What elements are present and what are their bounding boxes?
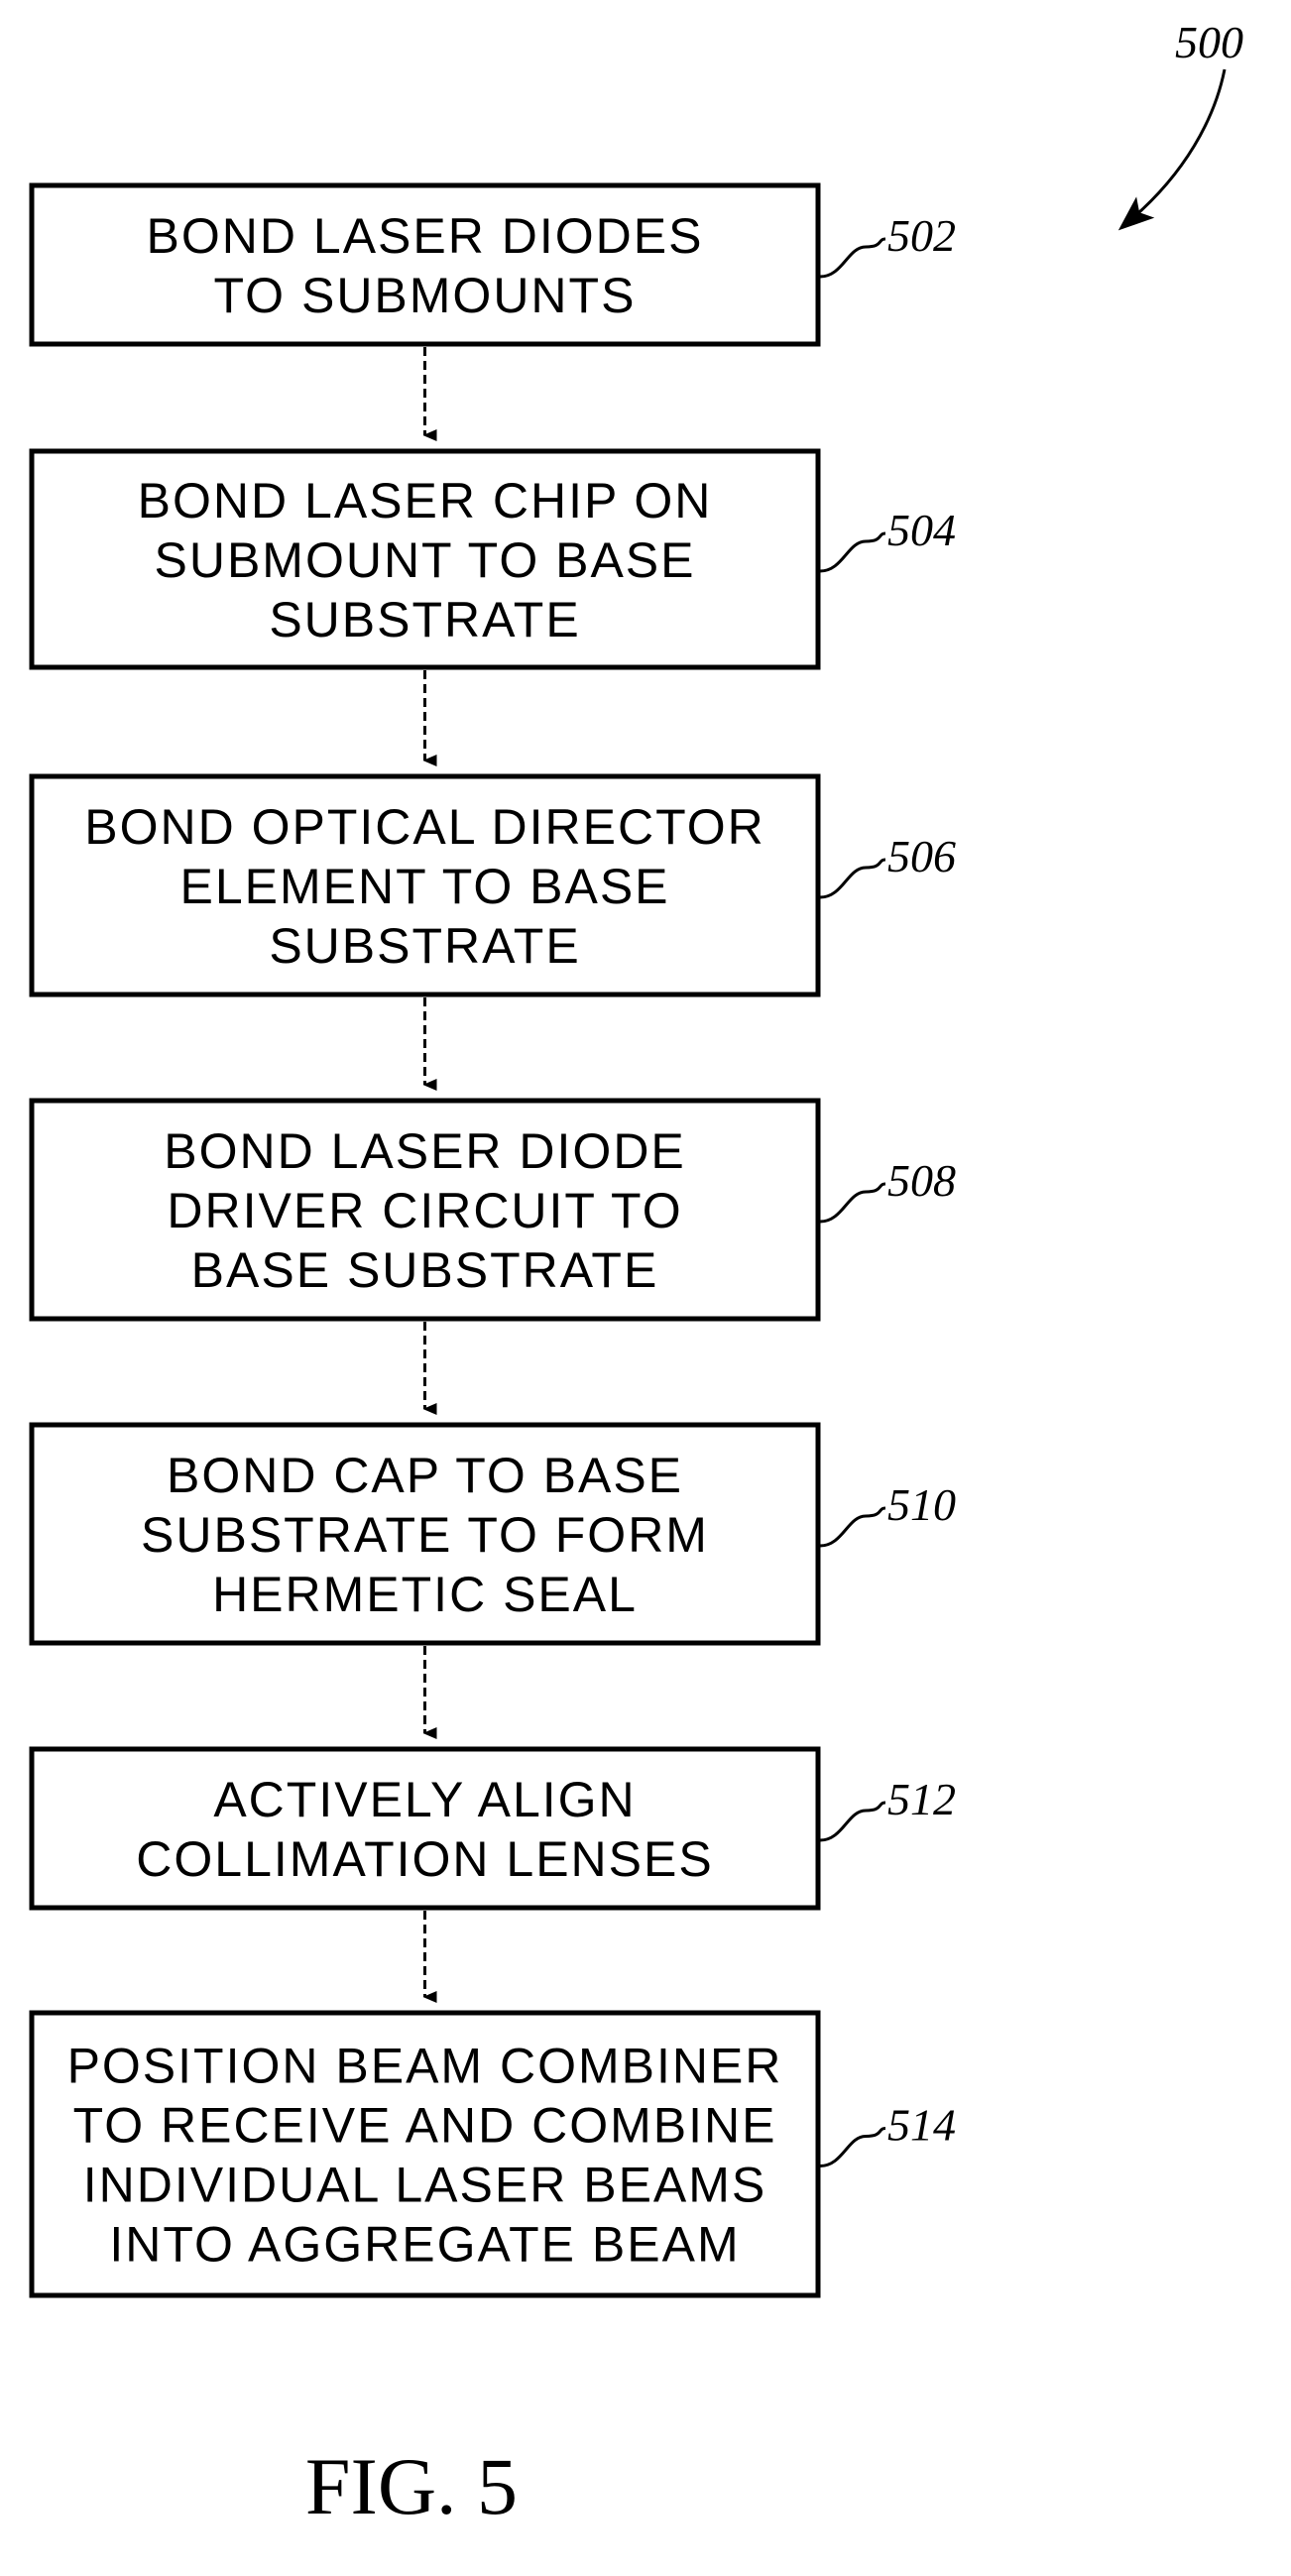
figure-reference-label: 500: [1175, 17, 1243, 67]
step-text-line: TO RECEIVE AND COMBINE: [73, 2098, 777, 2154]
step-text-line: POSITION BEAM COMBINER: [67, 2039, 783, 2094]
step-506: BOND OPTICAL DIRECTORELEMENT TO BASESUBS…: [32, 776, 956, 995]
step-text-line: DRIVER CIRCUIT TO: [167, 1183, 682, 1238]
step-text-line: INTO AGGREGATE BEAM: [109, 2217, 740, 2273]
step-text-line: BOND LASER CHIP ON: [138, 473, 713, 528]
step-text-line: BASE SUBSTRATE: [191, 1242, 659, 1298]
step-text-line: BOND LASER DIODES: [147, 208, 704, 264]
reference-leader: [820, 2129, 885, 2166]
step-text-line: ELEMENT TO BASE: [179, 859, 669, 914]
reference-leader: [820, 533, 885, 571]
step-text-line: SUBMOUNT TO BASE: [154, 532, 695, 588]
step-text-line: INDIVIDUAL LASER BEAMS: [83, 2158, 767, 2213]
reference-leader: [820, 239, 885, 277]
step-reference-number: 508: [887, 1155, 956, 1206]
step-514: POSITION BEAM COMBINERTO RECEIVE AND COM…: [32, 2013, 956, 2295]
step-reference-number: 514: [887, 2100, 956, 2151]
step-text-line: SUBSTRATE TO FORM: [141, 1507, 709, 1563]
process-steps: BOND LASER DIODESTO SUBMOUNTS502BOND LAS…: [32, 185, 956, 2295]
step-text-line: BOND LASER DIODE: [164, 1123, 686, 1179]
step-text-line: SUBSTRATE: [269, 918, 580, 974]
step-reference-number: 506: [887, 831, 956, 881]
step-502: BOND LASER DIODESTO SUBMOUNTS 502: [32, 185, 956, 344]
step-reference-number: 512: [887, 1774, 956, 1824]
reference-leader: [820, 1184, 885, 1222]
step-reference-number: 502: [887, 210, 956, 261]
step-text-line: BOND CAP TO BASE: [167, 1448, 683, 1503]
step-text-line: SUBSTRATE: [269, 592, 580, 647]
step-text-line: ACTIVELY ALIGN: [213, 1772, 636, 1827]
step-510: BOND CAP TO BASESUBSTRATE TO FORMHERMETI…: [32, 1425, 956, 1643]
step-reference-number: 504: [887, 505, 956, 555]
step-text-line: BOND OPTICAL DIRECTOR: [84, 799, 765, 855]
reference-leader: [820, 1508, 885, 1546]
step-text-line: HERMETIC SEAL: [212, 1567, 638, 1622]
reference-leader: [820, 860, 885, 897]
step-504: BOND LASER CHIP ONSUBMOUNT TO BASESUBSTR…: [32, 451, 956, 667]
step-text-line: TO SUBMOUNTS: [214, 268, 637, 323]
figure-reference-arrow: [1130, 69, 1225, 220]
step-508: BOND LASER DIODEDRIVER CIRCUIT TOBASE SU…: [32, 1101, 956, 1319]
reference-leader: [820, 1803, 885, 1840]
step-reference-number: 510: [887, 1479, 956, 1530]
figure-caption: FIG. 5: [305, 2441, 518, 2531]
step-512: ACTIVELY ALIGNCOLLIMATION LENSES 512: [32, 1749, 956, 1908]
step-text-line: COLLIMATION LENSES: [136, 1831, 713, 1887]
